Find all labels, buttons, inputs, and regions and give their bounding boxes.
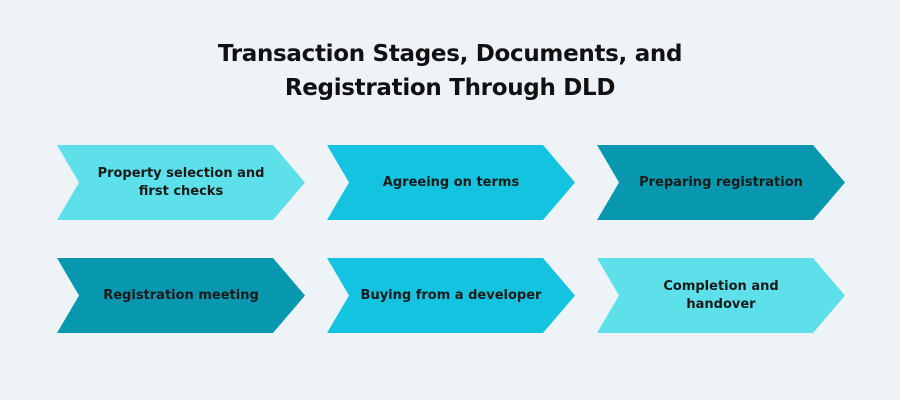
chevron-arrow-shape xyxy=(327,145,575,220)
stage-label: Agreeing on terms xyxy=(382,174,520,190)
stage-property-selection: Property selection and first checks xyxy=(57,145,305,220)
stage-label: Registration meeting xyxy=(103,287,259,303)
stage-label: Preparing registration xyxy=(639,174,803,190)
stage-preparing-registration: Preparing registration xyxy=(597,145,845,220)
title-line-2: Registration Through DLD xyxy=(284,75,616,101)
chevron-arrow-shape xyxy=(597,258,845,333)
stage-registration-meeting: Registration meeting xyxy=(57,258,305,333)
stage-label: Property selection and first checks xyxy=(97,165,265,199)
stage-label: Completion and handover xyxy=(663,278,779,312)
chevron-arrow-shape xyxy=(327,258,575,333)
stage-agreeing-terms: Agreeing on terms xyxy=(327,145,575,220)
diagram-title: Transaction Stages, Documents, and Regis… xyxy=(0,37,900,105)
stage-label: Buying from a developer xyxy=(360,287,542,303)
stage-buying-developer: Buying from a developer xyxy=(327,258,575,333)
chevron-arrow-shape xyxy=(597,145,845,220)
chevron-arrow-shape xyxy=(57,145,305,220)
stage-completion-handover: Completion and handover xyxy=(597,258,845,333)
chevron-arrow-shape xyxy=(57,258,305,333)
title-line-1: Transaction Stages, Documents, and xyxy=(217,41,683,67)
